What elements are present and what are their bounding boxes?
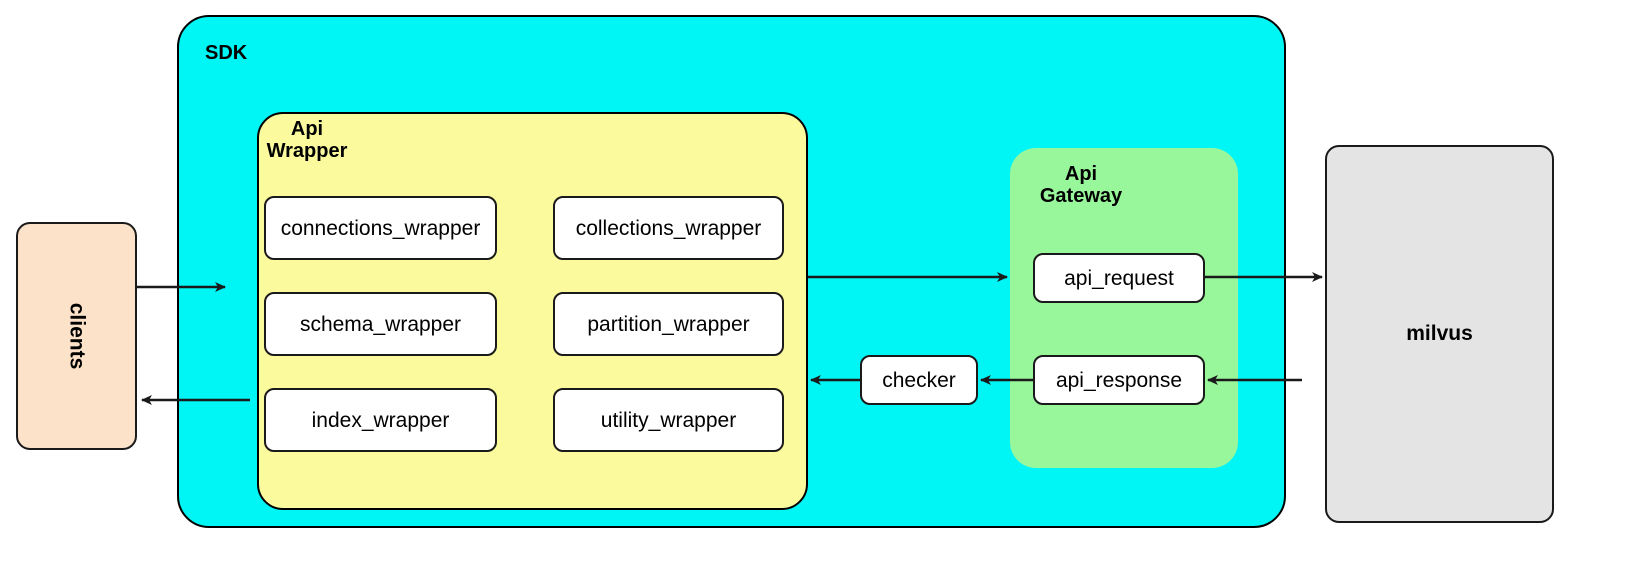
module-label: api_response — [1055, 368, 1183, 392]
actor-milvus-label: milvus — [1406, 322, 1473, 345]
module-schema-wrapper[interactable]: schema_wrapper — [264, 292, 497, 356]
module-api-request[interactable]: api_request — [1033, 253, 1205, 303]
container-api-wrapper-label: Api Wrapper — [266, 118, 348, 163]
actor-milvus[interactable]: milvus — [1325, 145, 1554, 523]
actor-clients[interactable]: clients — [16, 222, 137, 450]
module-connections-wrapper[interactable]: connections_wrapper — [264, 196, 497, 260]
module-label: index_wrapper — [311, 408, 450, 432]
module-label: collections_wrapper — [575, 216, 762, 240]
module-label: api_request — [1064, 266, 1174, 290]
module-label: checker — [882, 368, 956, 392]
actor-clients-label: clients — [65, 302, 89, 370]
module-collections-wrapper[interactable]: collections_wrapper — [553, 196, 784, 260]
module-partition-wrapper[interactable]: partition_wrapper — [553, 292, 784, 356]
module-utility-wrapper[interactable]: utility_wrapper — [553, 388, 784, 452]
module-index-wrapper[interactable]: index_wrapper — [264, 388, 497, 452]
container-api-gateway-label: Api Gateway — [1039, 163, 1123, 208]
module-label: schema_wrapper — [299, 312, 462, 336]
module-api-response[interactable]: api_response — [1033, 355, 1205, 405]
container-sdk-label: SDK — [205, 42, 248, 64]
module-label: connections_wrapper — [280, 216, 481, 240]
module-checker[interactable]: checker — [860, 355, 978, 405]
module-label: partition_wrapper — [587, 312, 750, 336]
module-label: utility_wrapper — [600, 408, 737, 432]
container-api-gateway — [1010, 148, 1238, 468]
